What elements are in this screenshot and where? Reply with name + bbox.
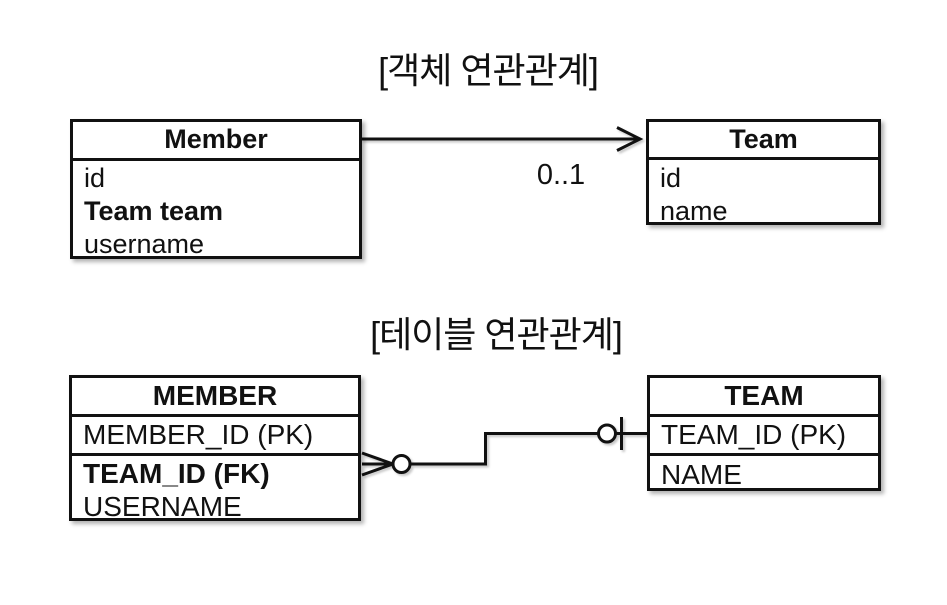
multiplicity-label: 0..1	[536, 159, 586, 191]
team-table-name-column: NAME	[661, 459, 742, 490]
member-class-name: Member	[73, 122, 359, 161]
member-table-fk-column: TEAM_ID (FK)	[83, 458, 270, 489]
team-table-box: TEAM TEAM_ID (PK) NAME	[647, 375, 881, 491]
member-table-box: MEMBER MEMBER_ID (PK) TEAM_ID (FK) USERN…	[69, 375, 361, 522]
team-class-fields: id name	[649, 160, 878, 228]
team-class-box: Team id name	[646, 119, 881, 228]
member-table-pk-column: MEMBER_ID (PK)	[72, 417, 358, 456]
team-table-name: TEAM	[650, 378, 878, 417]
team-field-name: name	[660, 196, 728, 226]
crows-foot-bottom-prong	[361, 462, 394, 477]
member-class-fields: id Team team username	[73, 161, 359, 261]
member-table-name: MEMBER	[72, 378, 358, 417]
crows-foot-top-prong	[361, 451, 394, 466]
zero-circle-team-side	[597, 423, 617, 444]
member-table-username-column: USERNAME	[83, 491, 242, 522]
table-association-connector	[361, 417, 647, 477]
team-field-id: id	[660, 163, 682, 193]
team-class-name: Team	[649, 122, 878, 160]
member-field-id: id	[84, 163, 106, 193]
arrowhead-icon	[616, 126, 644, 152]
member-class-box: Member id Team team username	[70, 119, 362, 259]
member-field-username: username	[84, 229, 205, 259]
member-field-team: Team team	[84, 196, 224, 226]
table-section-title: [테이블 연관관계]	[370, 314, 623, 355]
object-association-arrow	[361, 126, 644, 152]
object-section-title: [객체 연관관계]	[378, 50, 599, 91]
zero-circle-member-side	[391, 454, 412, 474]
team-table-pk-column: TEAM_ID (PK)	[650, 417, 878, 456]
